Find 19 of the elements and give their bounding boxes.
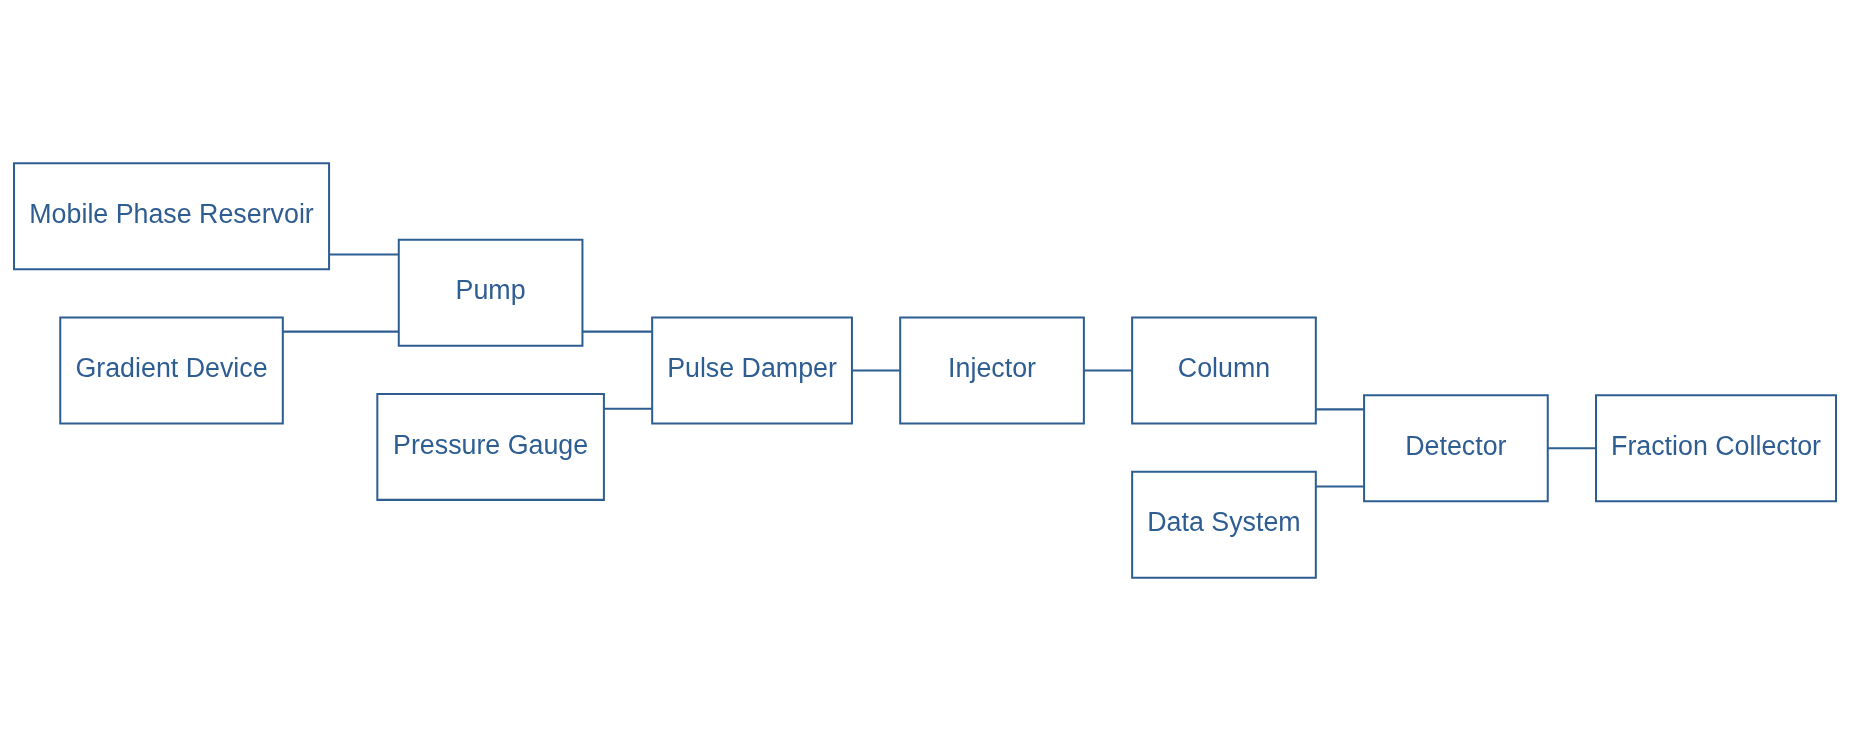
connector [1548, 446, 1596, 449]
node-box: Pressure Gauge [376, 392, 605, 501]
node-box: Data System [1131, 470, 1317, 579]
connector [582, 330, 652, 333]
connector [1084, 369, 1132, 371]
node-box: Injector [899, 316, 1085, 424]
node-box: Mobile Phase Reservoir [13, 161, 331, 270]
node-box: Detector [1363, 393, 1549, 502]
connector [329, 253, 399, 256]
node-box: Pulse Damper [651, 316, 853, 424]
connector [283, 330, 399, 333]
connector [1316, 407, 1364, 410]
node-box: Pump [397, 238, 584, 347]
node-box: Fraction Collector [1595, 393, 1837, 502]
node-box: Gradient Device [59, 316, 284, 424]
connector [852, 369, 900, 371]
node-box: Column [1131, 316, 1317, 424]
connector [604, 407, 653, 410]
connector [1316, 484, 1364, 487]
